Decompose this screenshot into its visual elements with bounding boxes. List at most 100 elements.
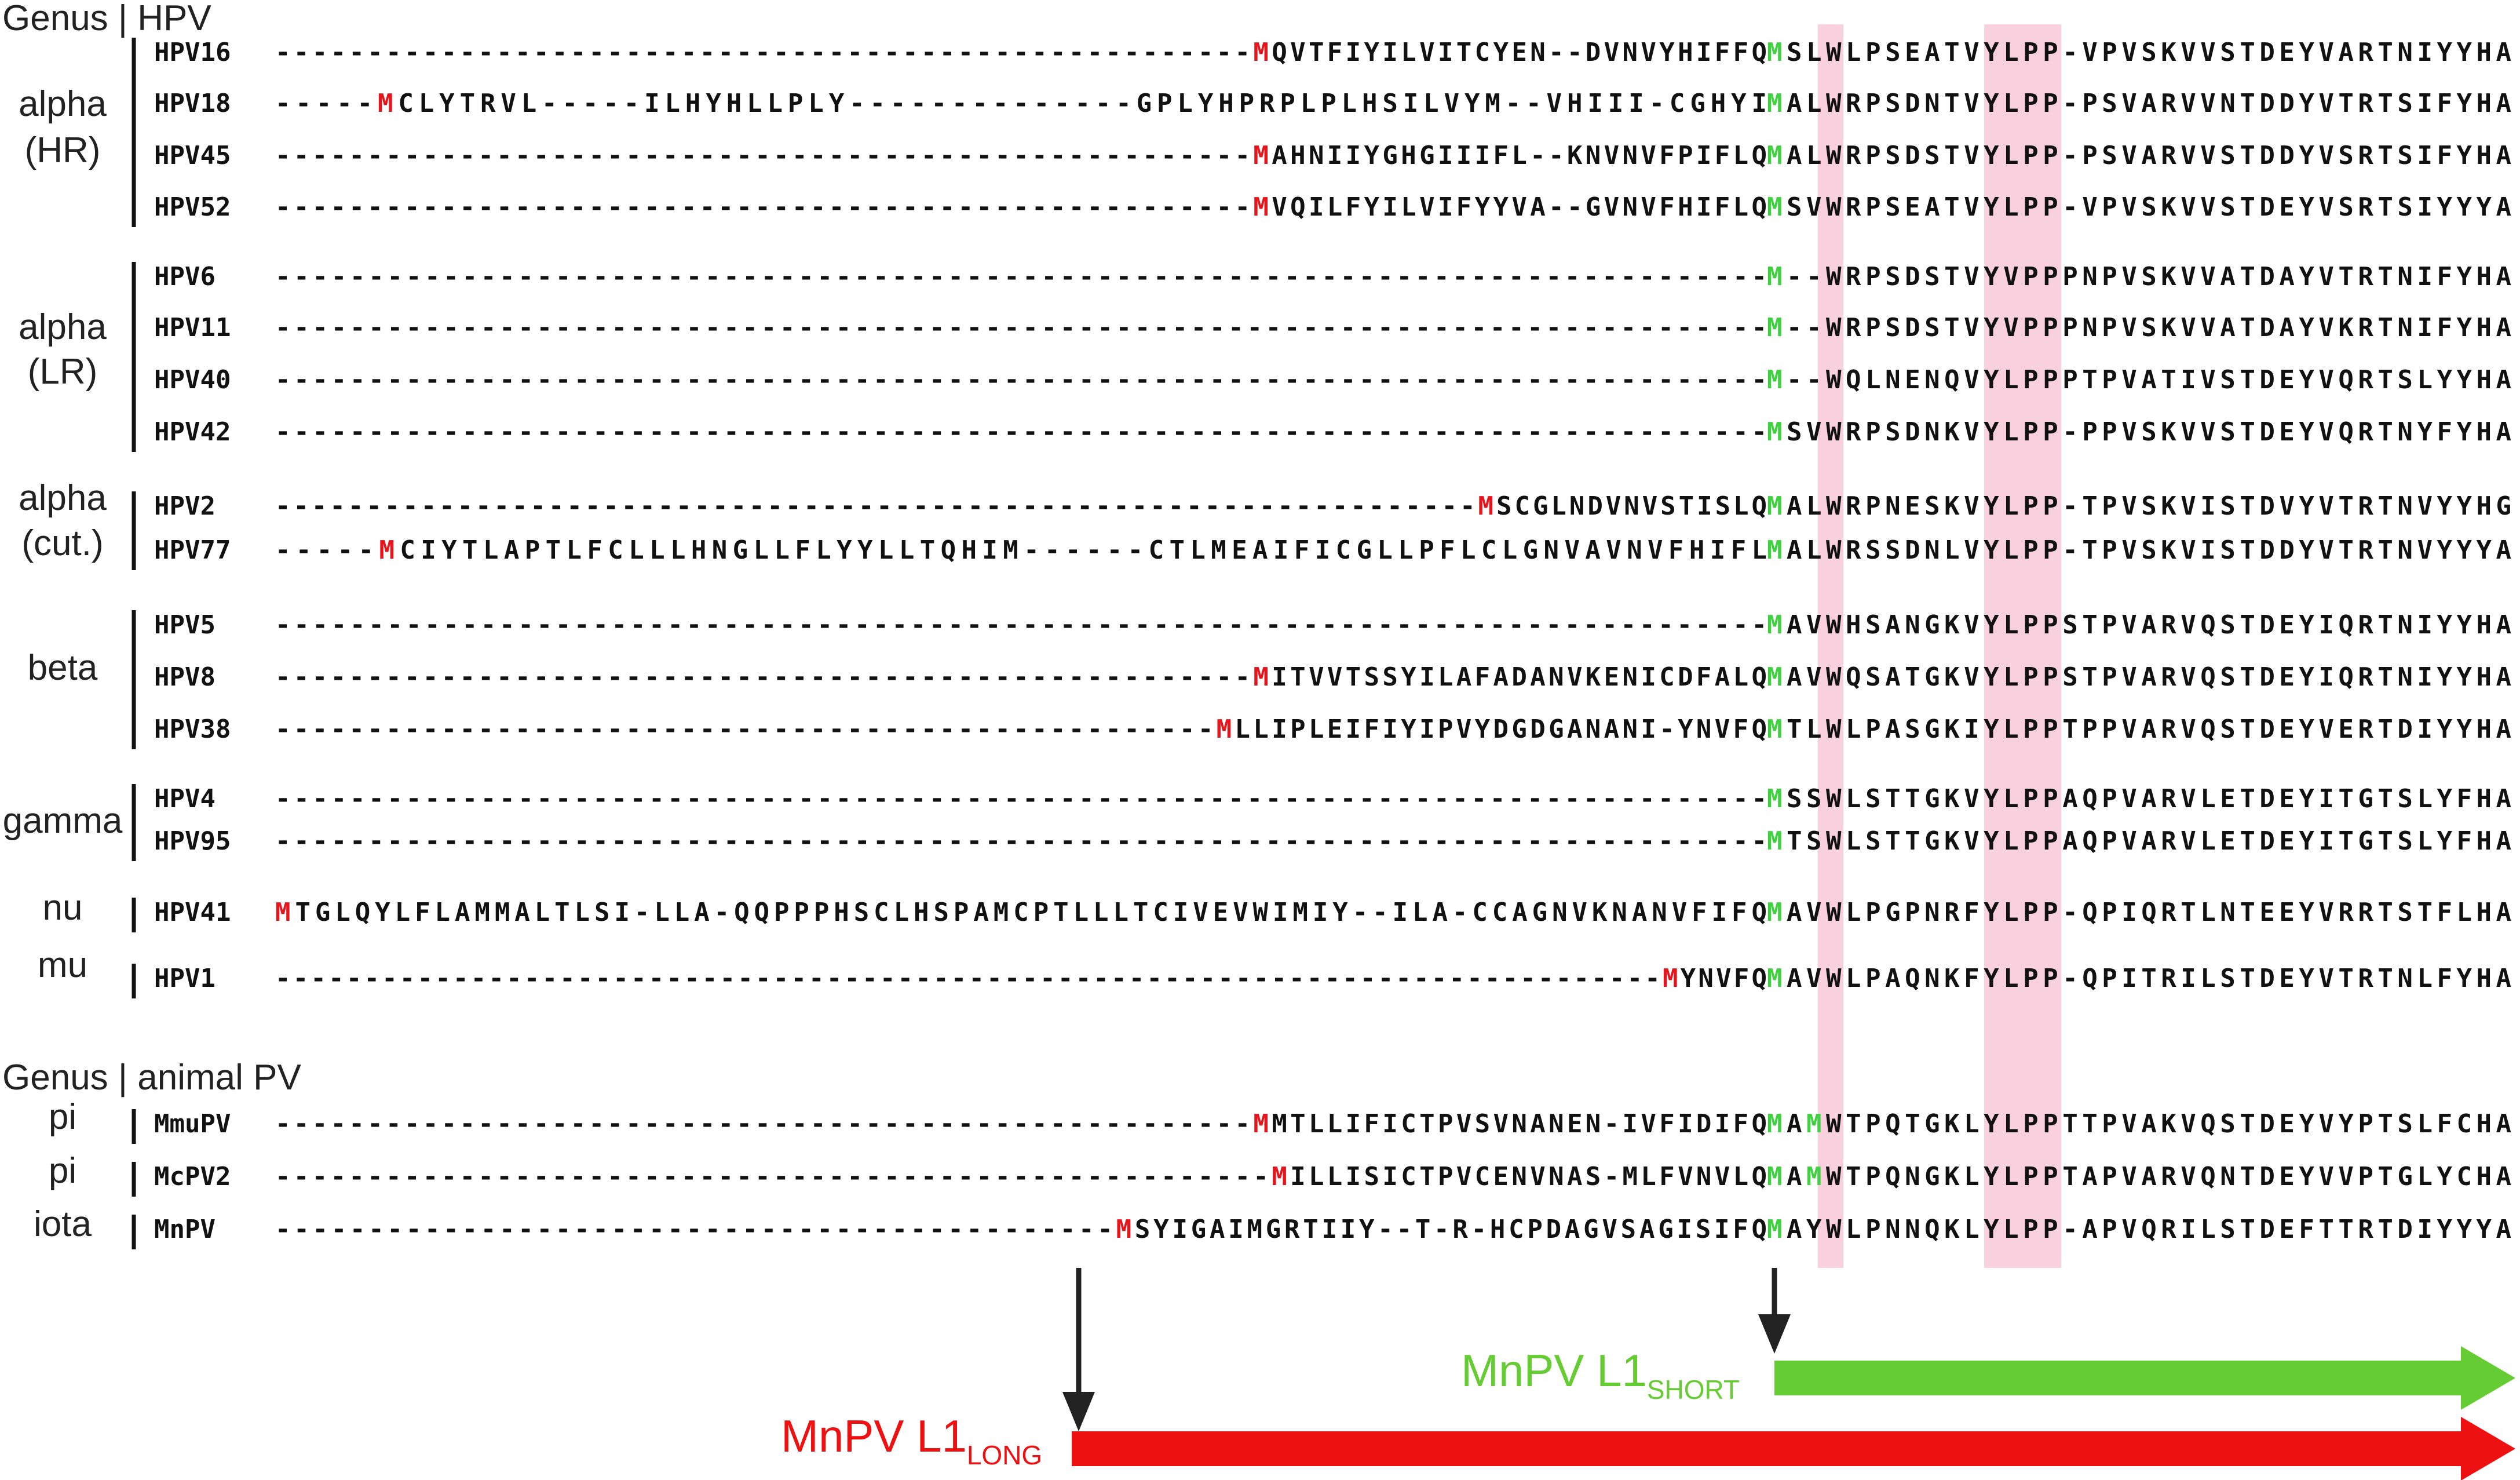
group-label: (HR) bbox=[25, 130, 101, 170]
sequence-row: HPV6------------------------------------… bbox=[154, 262, 2511, 291]
sequence-name: HPV16 bbox=[154, 38, 231, 67]
label-short: MnPV L1SHORT bbox=[1461, 1345, 1740, 1405]
conserved-residues: ALWRPNESKVYLPP-TPVSKVISTDVYVTRTNVYYHG bbox=[1787, 491, 2511, 521]
gap-run: ----------------------------------------… bbox=[275, 192, 1250, 222]
header-animal-pv: Genus | animal PV bbox=[2, 1058, 301, 1098]
sequence-upstream: ----------------------------------------… bbox=[275, 417, 1767, 447]
sequence-name: HPV5 bbox=[154, 610, 216, 640]
arrow-long-start-head bbox=[1062, 1392, 1095, 1431]
gap-run: ----- bbox=[275, 535, 374, 565]
highlight-column-w bbox=[1818, 24, 1843, 1268]
sequence-row: HPV95-----------------------------------… bbox=[154, 826, 2511, 856]
conserved-residues: ALWRPSDSTVYLPP-PSVARVVSTDDYVSRTSIFYHA bbox=[1787, 141, 2511, 170]
sequence-row: MnPV------------------------------------… bbox=[154, 1215, 2511, 1244]
sequence-row: HPV2------------------------------------… bbox=[154, 491, 2511, 521]
gap-run: ----------------------------------------… bbox=[275, 964, 1660, 993]
group-label: gamma bbox=[3, 801, 123, 841]
sequence-name: MnPV bbox=[154, 1215, 216, 1244]
sequence-upstream: ----------------------------------------… bbox=[275, 313, 1767, 342]
sequence-name: McPV2 bbox=[154, 1162, 231, 1191]
arrow-short-start-head bbox=[1758, 1314, 1791, 1354]
sequence-name: HPV8 bbox=[154, 662, 216, 692]
start-codon-long: M bbox=[1663, 964, 1678, 993]
upstream-residues: ----------------------------------------… bbox=[275, 365, 1767, 395]
sequence-upstream: ----------------------------------------… bbox=[275, 1109, 1767, 1139]
sequence-name: HPV41 bbox=[154, 898, 231, 927]
conserved-residues: AVWLPGPNRFYLPP-QPIQRTLNTEEYVRRTSTFLHA bbox=[1787, 898, 2511, 927]
sequence-upstream: ----------------------------------------… bbox=[275, 491, 1767, 521]
conserved-residues: SSWLSTTGKVYLPPAQPVARVLETDEYITGTSLYFHA bbox=[1787, 784, 2511, 814]
upstream-residues: AHNIIYGHGIIIFL--KNVNVFPIFLQ bbox=[1272, 141, 1767, 170]
start-codon-short: M bbox=[1767, 535, 1783, 565]
gap-run: ----------------------------------------… bbox=[275, 1162, 1269, 1191]
sequence-conserved: M--WRPSDSTVYVPPPNPVSKVVATDAYVTRTNIFYHA bbox=[1767, 262, 2511, 291]
group-label: alpha bbox=[19, 478, 107, 518]
sequence-upstream: ----------------------------------------… bbox=[275, 662, 1767, 692]
start-codon-short: M bbox=[1767, 898, 1783, 927]
start-codon-short: M bbox=[1767, 1215, 1783, 1244]
label-long: MnPV L1LONG bbox=[781, 1410, 1042, 1470]
upstream-residues: ITVVTSSYILAFADANVKENICDFALQ bbox=[1272, 662, 1767, 692]
start-codon-long: M bbox=[1253, 192, 1269, 222]
conserved-residues: WTPQNGKLYLPPTAPVARVQNTDEYVVPTGLYCHA bbox=[1826, 1162, 2511, 1191]
mnpv-l1-long-arrow bbox=[1072, 1417, 2515, 1480]
sequence-upstream: ----------------------------------------… bbox=[275, 192, 1767, 222]
start-codon-short: M bbox=[1767, 491, 1783, 521]
start-codon-long: M bbox=[1253, 141, 1269, 170]
start-codon-short: M bbox=[1767, 715, 1783, 744]
upstream-residues: ----------------------------------------… bbox=[275, 417, 1767, 447]
header-hpv: Genus | HPV bbox=[2, 0, 211, 38]
conserved-residues: SVWRPSDNKVYLPP-PPVSKVVSTDEYVQRTNYFYHA bbox=[1787, 417, 2511, 447]
sequence-row: McPV2 -----------------------------------… bbox=[154, 1162, 2511, 1191]
gap-run: ----- bbox=[275, 89, 372, 118]
sequence-name: HPV77 bbox=[154, 535, 231, 565]
sequence-name: HPV18 bbox=[154, 89, 231, 118]
start-codon-long: M bbox=[275, 898, 291, 927]
sequence-upstream: ----------------------------------------… bbox=[275, 1162, 1767, 1191]
sequence-row: HPV42 -----------------------------------… bbox=[154, 417, 2511, 447]
start-codon-short: M bbox=[1767, 262, 1783, 291]
gap-run: ----------------------------------------… bbox=[275, 491, 1476, 521]
sequence-row: HPV4------------------------------------… bbox=[154, 784, 2511, 814]
start-codon-short: M bbox=[1767, 38, 1783, 67]
gap-run: ----------------------------------------… bbox=[275, 715, 1213, 744]
conserved-residues: --WQLNENQVYLPPPTPVATIVSTDEYVQRTSLYYHA bbox=[1787, 365, 2511, 395]
start-codon-long: M bbox=[378, 89, 393, 118]
start-codon-short: M bbox=[1767, 784, 1783, 814]
sequence-name: HPV52 bbox=[154, 192, 231, 222]
group-label: (cut.) bbox=[21, 523, 103, 563]
gap-run: ----------------------------------------… bbox=[275, 38, 1250, 67]
upstream-residues: LLIPLEIFIYIPVYDGDGANANI-YNVFQ bbox=[1235, 715, 1767, 744]
sequence-name: HPV95 bbox=[154, 826, 231, 856]
sequence-row: HPV52 -----------------------------------… bbox=[154, 192, 2511, 222]
group-labels: alpha(HR)alpha(LR)alpha(cut.)betagammanu… bbox=[3, 84, 123, 1244]
upstream-residues: ----------------------------------------… bbox=[275, 784, 1767, 814]
start-codon-long: M bbox=[379, 535, 395, 565]
conserved-residues: TSWLSTTGKVYLPPAQPVARVLETDEYITGTSLYFHA bbox=[1787, 826, 2511, 856]
group-label: alpha bbox=[19, 84, 107, 124]
sequence-upstream: ----------------------------------------… bbox=[275, 784, 1767, 814]
conserved-residues: AVWQSATGKVYLPPSTPVARVQSTDEYIQRTNIYYHA bbox=[1787, 662, 2511, 692]
upstream-residues: TGLQYLFLAMMALTLSI-LLA-QQPPPHSCLHSPAMCPTL… bbox=[295, 898, 1767, 927]
sequence-row: HPV16 -----------------------------------… bbox=[154, 38, 2511, 67]
sequence-upstream: ----------------------------------------… bbox=[275, 141, 1767, 170]
start-codon-long: M bbox=[1253, 38, 1269, 67]
sequence-name: HPV42 bbox=[154, 417, 231, 447]
highlight-column-ylpp bbox=[1984, 24, 2061, 1268]
conserved-residues: TLWLPASGKIYLPPTPPVARVQSTDEYVERTDIYYHA bbox=[1787, 715, 2511, 744]
